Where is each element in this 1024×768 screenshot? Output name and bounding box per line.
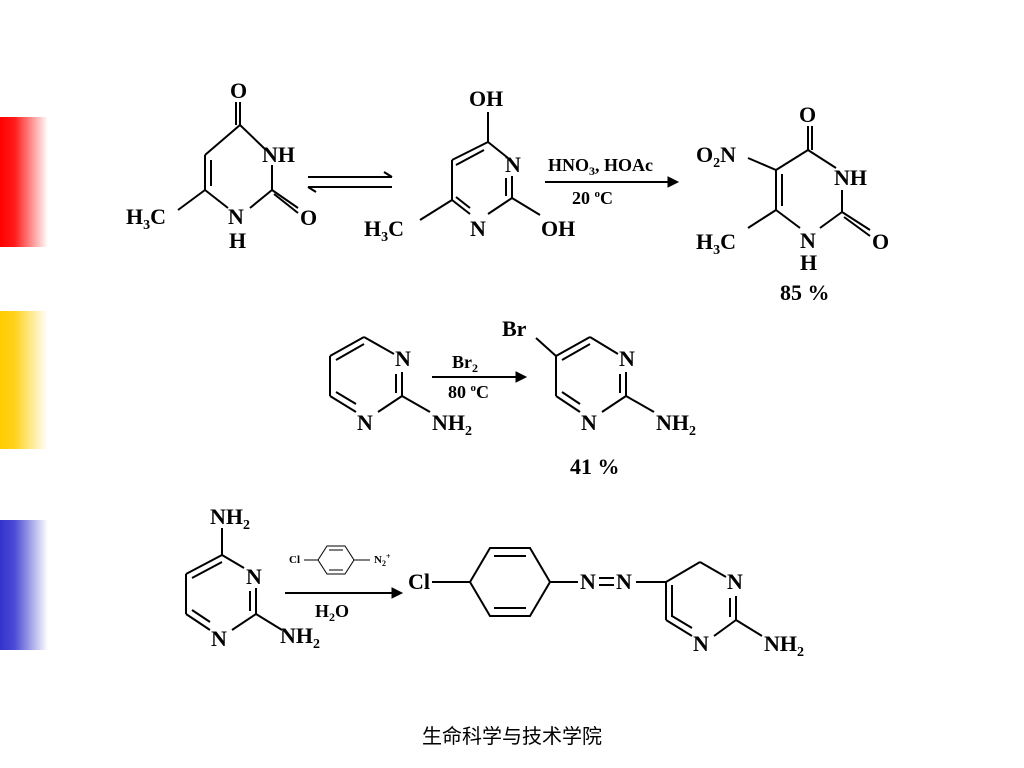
amino-label: NH2	[656, 410, 696, 439]
atom-N: N	[619, 346, 635, 371]
decorative-bar-blue	[0, 520, 48, 650]
atom-N: N	[357, 410, 373, 435]
reagent-label: HNO3, HOAc	[548, 155, 653, 178]
condition-label: 80 oC	[448, 382, 489, 402]
atom-O: O	[799, 102, 816, 127]
molecule-pyrimidinediol: OH N N OH H3C	[364, 86, 575, 245]
decorative-bar-red	[0, 117, 48, 247]
atom-H: H	[800, 250, 817, 275]
molecule-6-methyluracil: O NH O N H H3C	[126, 78, 317, 253]
atom-O: O	[230, 78, 247, 103]
reaction-arrow-2: Br2 80 oC	[432, 352, 528, 402]
amino-label: NH2	[210, 504, 250, 533]
atom-OH: OH	[469, 86, 503, 111]
reagent-small-n2plus: N2+	[374, 552, 391, 568]
atom-N: N	[228, 204, 244, 229]
methyl-label: H3C	[364, 216, 404, 245]
atom-N: N	[505, 152, 521, 177]
amino-label: NH2	[432, 410, 472, 439]
molecule-2-4-diaminopyrimidine: NH2 N N NH2	[185, 504, 320, 652]
nitro-label: O2N	[696, 142, 736, 171]
molecule-5-nitro-6-methyluracil: O NH O N H O2N H3C	[696, 102, 889, 275]
atom-N: N	[470, 216, 486, 241]
atom-N: N	[580, 569, 596, 594]
atom-O: O	[300, 205, 317, 230]
reagent-label: H2O	[315, 601, 349, 624]
methyl-label: H3C	[126, 204, 166, 233]
yield-label-2: 41 %	[570, 454, 620, 479]
atom-N: N	[581, 410, 597, 435]
atom-N: N	[727, 569, 743, 594]
amino-label: NH2	[280, 623, 320, 652]
atom-N: N	[616, 569, 632, 594]
reaction-arrow-1: HNO3, HOAc 20 oC	[545, 155, 680, 208]
decorative-bar-yellow	[0, 311, 48, 449]
atom-OH: OH	[541, 216, 575, 241]
atom-H: H	[229, 228, 246, 253]
molecule-azo-product: Cl N N N N NH2	[408, 547, 804, 660]
molecule-2-aminopyrimidine: N N NH2	[329, 336, 472, 439]
atom-N: N	[246, 564, 262, 589]
reagent-label: Br2	[452, 352, 478, 375]
atom-N: N	[693, 631, 709, 656]
yield-label-1: 85 %	[780, 280, 830, 305]
molecule-5-bromo-2-aminopyrimidine: Br N N NH2	[502, 316, 696, 439]
atom-N: N	[211, 626, 227, 651]
reaction-arrow-3: Cl N2+ H2O	[285, 545, 404, 624]
methyl-label: H3C	[696, 229, 736, 258]
amino-label: NH2	[764, 631, 804, 660]
atom-O: O	[872, 229, 889, 254]
footer-institution: 生命科学与技术学院	[422, 724, 602, 748]
atom-NH: NH	[262, 142, 295, 167]
atom-N: N	[395, 346, 411, 371]
equilibrium-arrows	[307, 171, 393, 193]
condition-label: 20 oC	[572, 188, 613, 208]
reagent-small-cl: Cl	[289, 554, 300, 566]
atom-Br: Br	[502, 316, 527, 341]
atom-NH: NH	[834, 165, 867, 190]
atom-N: N	[800, 228, 816, 253]
atom-Cl: Cl	[408, 569, 430, 594]
